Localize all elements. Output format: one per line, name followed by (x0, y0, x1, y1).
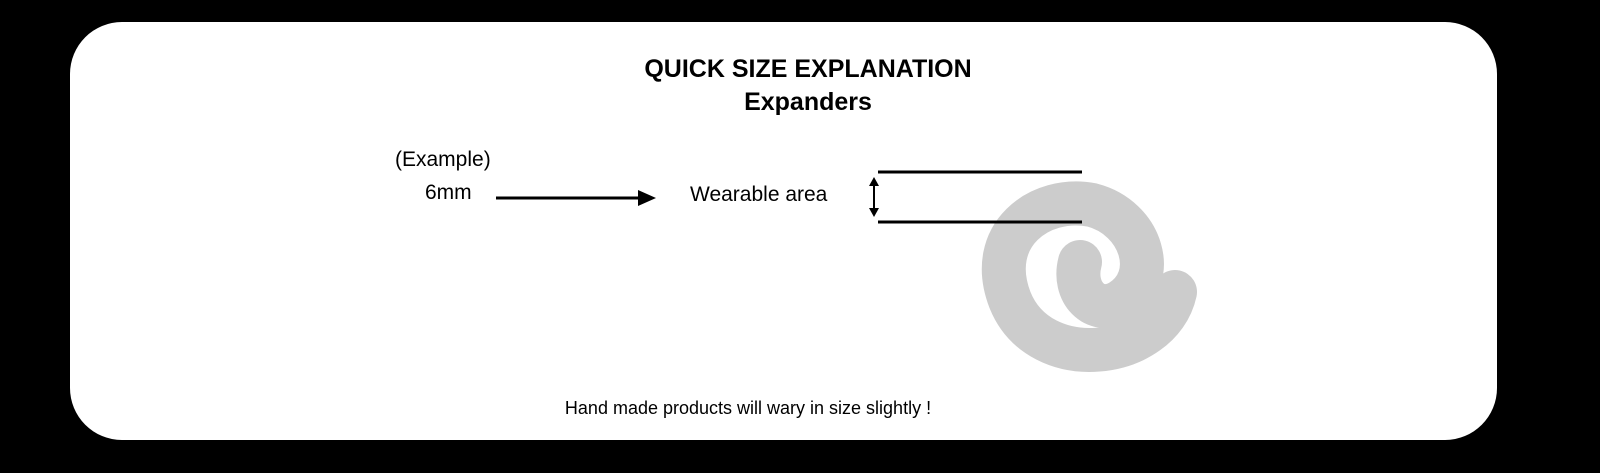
wearable-area-label: Wearable area (690, 183, 828, 206)
spiral-watermark-logo (981, 181, 1197, 372)
footer-note: Hand made products will wary in size sli… (564, 398, 932, 418)
page-title: QUICK SIZE EXPLANATION (644, 55, 972, 83)
page-subtitle: Expanders (744, 88, 872, 116)
size-label: 6mm (425, 181, 472, 204)
arrow-head (638, 190, 656, 206)
double-arrow-icon (869, 177, 879, 217)
example-label: (Example) (395, 148, 491, 171)
info-card (70, 22, 1497, 440)
